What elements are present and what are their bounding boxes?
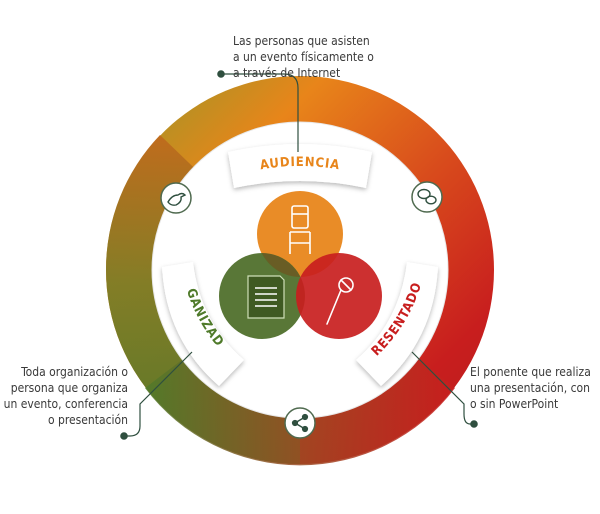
microphone-icon: [326, 277, 354, 325]
note-line: o presentación: [47, 413, 128, 427]
chair-icon: [289, 205, 311, 254]
note-line: Toda organización o: [21, 365, 128, 379]
note-line: Las personas que asisten: [233, 34, 370, 48]
ring-icon-speech[interactable]: [411, 181, 443, 213]
connectors: [120, 70, 478, 440]
note-line: una presentación, con: [470, 381, 590, 395]
audiencia-label: AUDIENCIA: [259, 155, 341, 173]
note-line: persona que organiza: [10, 381, 128, 395]
ring-icon-share[interactable]: [284, 407, 316, 439]
note-line: o sin PowerPoint: [470, 397, 559, 411]
note-line: un evento, conferencia: [3, 397, 128, 411]
note-line: a un evento físicamente o: [233, 50, 374, 64]
ring-icon-bird[interactable]: [160, 182, 192, 214]
document-icon: [247, 275, 285, 319]
audiencia-description: Las personas que asisten a un evento fís…: [233, 33, 374, 81]
label-organizador: [162, 262, 244, 386]
speech-bubble-icon: [417, 188, 437, 205]
organizador-description: Toda organización o persona que organiza…: [0, 364, 128, 428]
presentador-description: El ponente que realiza una presentación,…: [470, 364, 591, 412]
label-presentador: [356, 262, 438, 386]
orange-circle: [257, 191, 343, 277]
share-icon: [291, 413, 309, 433]
note-line: El ponente que realiza: [470, 365, 591, 379]
bird-icon: [167, 192, 187, 206]
note-line: a través de Internet: [233, 66, 341, 80]
label-audiencia: [228, 144, 372, 188]
